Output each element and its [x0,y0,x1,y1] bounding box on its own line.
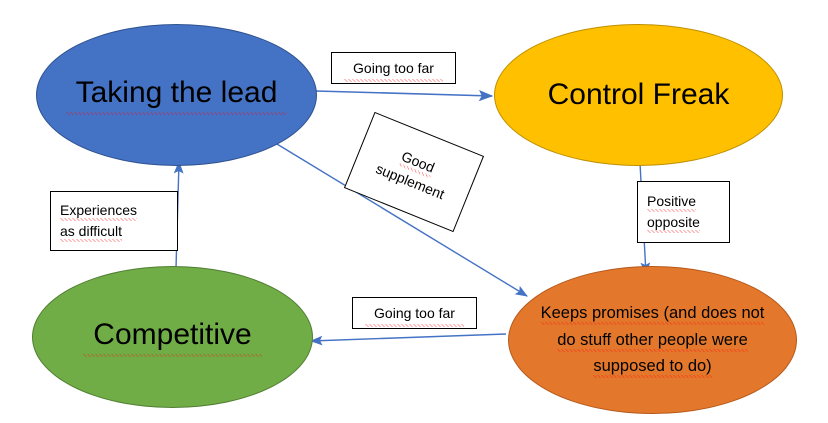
node-control-freak-label: Control Freak [547,77,730,111]
edge-label-going-too-far-bottom[interactable]: Going too far [352,297,477,329]
node-keeps-promises-line-3: supposed to do) [593,357,712,379]
node-control-freak[interactable]: Control Freak [494,24,783,166]
edge-label-going-too-far-bottom-text: Going too far [365,299,464,327]
edge-label-going-too-far-top-text: Going too far [344,54,443,82]
edge-label-positive-opposite[interactable]: Positive opposite [637,181,730,243]
edge-label-experiences-as-difficult[interactable]: Experiences as difficult [50,191,178,251]
node-competitive-label: Competitive [83,317,262,357]
edge-label-experiences-line-2: as difficult [60,223,122,242]
edge-label-good-supplement-text: Good supplement [366,133,463,211]
node-keeps-promises-line-2: do stuff other people were [557,330,748,352]
node-keeps-promises-label: Keeps promises (and does not do stuff ot… [527,300,779,380]
node-keeps-promises-line-1: Keeps promises (and does not [540,303,765,325]
edge-label-positive-opposite-text: Positive opposite [638,188,709,236]
node-taking-the-lead[interactable]: Taking the lead [36,24,317,166]
edge-label-positive-line-2: opposite [647,214,700,233]
node-keeps-promises[interactable]: Keeps promises (and does not do stuff ot… [508,266,797,414]
node-taking-the-lead-label: Taking the lead [65,75,288,115]
edge-label-good-supplement[interactable]: Good supplement [343,111,485,233]
edge-taking-the-lead-to-control-freak [315,90,494,102]
node-competitive[interactable]: Competitive [32,266,313,408]
edge-label-going-too-far-top[interactable]: Going too far [331,52,456,84]
edge-label-experiences-as-difficult-text: Experiences as difficult [51,197,146,245]
edge-label-positive-line-1: Positive [647,193,697,212]
edge-label-experiences-line-1: Experiences [60,202,138,221]
edge-keeps-promises-to-competitive [309,333,507,346]
